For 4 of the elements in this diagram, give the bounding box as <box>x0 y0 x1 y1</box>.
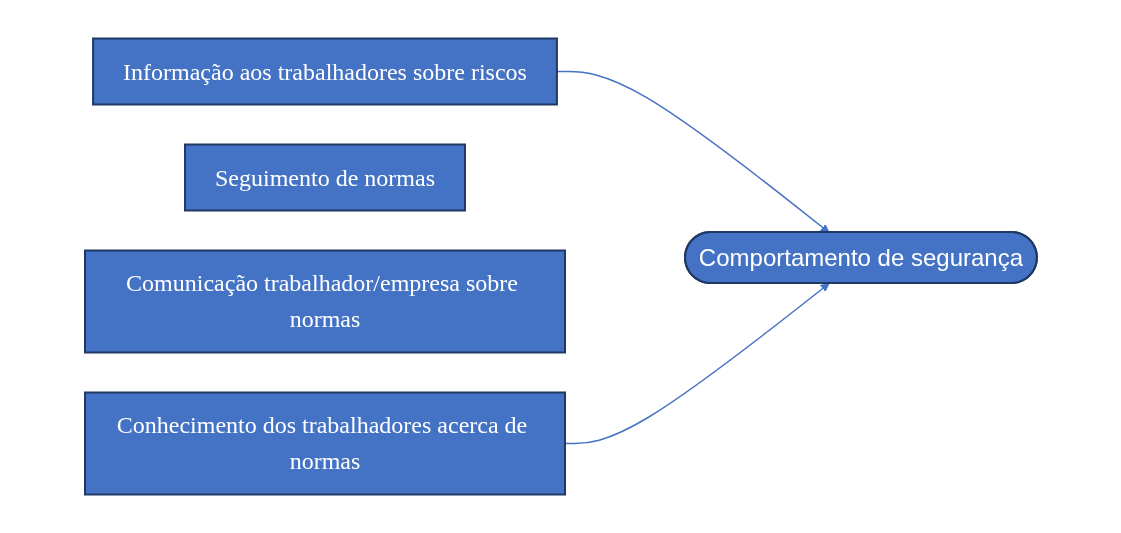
node-box: Informação aos trabalhadores sobre riscos <box>91 37 558 106</box>
node-box: Conhecimento dos trabalhadores acerca de normas <box>83 391 566 496</box>
node-box: Comunicação trabalhador/empresa sobre normas <box>83 249 566 354</box>
node-box: Seguimento de normas <box>183 143 466 212</box>
